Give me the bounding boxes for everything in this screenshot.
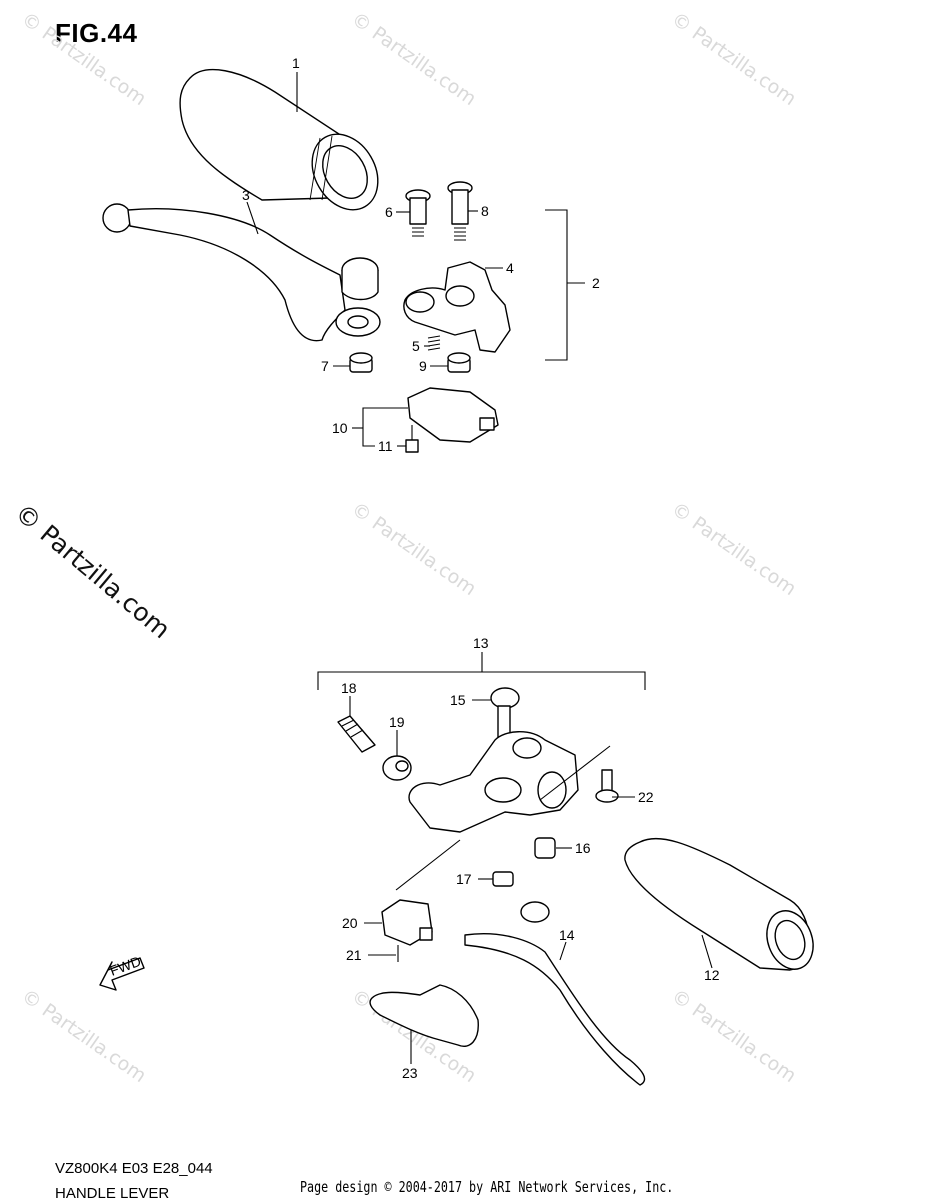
fwd-arrow-icon: FWD [99, 953, 145, 991]
collar-16 [534, 837, 556, 859]
callout-19: 19 [389, 714, 405, 730]
callout-15: 15 [450, 692, 466, 708]
grip-right [624, 837, 814, 971]
boot-23 [369, 984, 479, 1047]
callout-4: 4 [506, 260, 514, 276]
screw-11 [405, 425, 419, 453]
callout-5: 5 [412, 338, 420, 354]
spring-5 [427, 335, 441, 351]
callout-1: 1 [292, 55, 300, 71]
callout-14: 14 [559, 927, 575, 943]
page-credit: Page design © 2004-2017 by ARI Network S… [300, 1178, 674, 1196]
screw-8 [447, 181, 473, 241]
nut-7 [349, 352, 373, 373]
switch-10 [407, 387, 499, 443]
callout-2: 2 [592, 275, 600, 291]
callout-6: 6 [385, 204, 393, 220]
callout-7: 7 [321, 358, 329, 374]
nut-9 [447, 352, 471, 373]
callout-10: 10 [332, 420, 348, 436]
callout-21: 21 [346, 947, 362, 963]
lever-bracket [403, 261, 511, 353]
callout-22: 22 [638, 789, 654, 805]
callout-16: 16 [575, 840, 591, 856]
callout-23: 23 [402, 1065, 418, 1081]
nut-19 [382, 755, 412, 781]
callout-12: 12 [704, 967, 720, 983]
switch-20 [381, 899, 433, 946]
model-code: VZ800K4 E03 E28_044 [55, 1160, 213, 1177]
callout-13: 13 [473, 635, 489, 651]
figure-title: FIG.44 [55, 18, 138, 48]
callout-11: 11 [378, 438, 393, 454]
lever-right [464, 901, 646, 1086]
callout-9: 9 [419, 358, 427, 374]
bolt-22 [595, 769, 619, 803]
lever-left [102, 203, 381, 342]
bolt-6 [405, 189, 431, 237]
callout-17: 17 [456, 871, 472, 887]
section-name: HANDLE LEVER [55, 1185, 170, 1202]
grip-left [179, 68, 379, 211]
pin-15 [490, 687, 520, 739]
callout-20: 20 [342, 915, 358, 931]
callout-18: 18 [341, 680, 357, 696]
adjuster-18 [337, 715, 376, 753]
callout-8: 8 [481, 203, 489, 219]
nut-17 [492, 871, 514, 887]
callout-3: 3 [242, 187, 250, 203]
clutch-perch [408, 731, 579, 833]
